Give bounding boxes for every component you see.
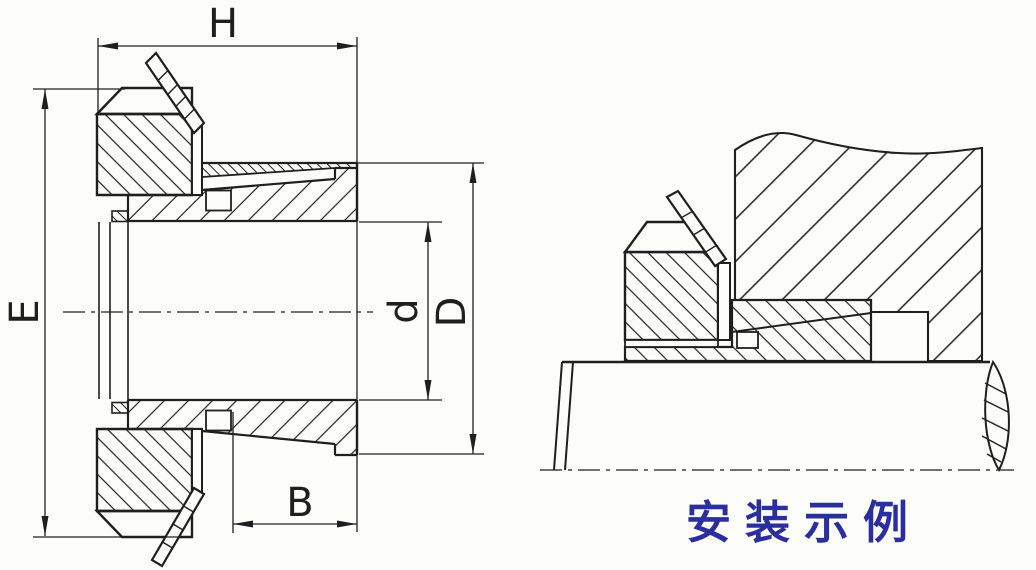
dimension-E <box>33 88 187 538</box>
dimension-d <box>359 221 442 401</box>
washer-inner-tab-lower <box>111 401 129 414</box>
installation-example-view: 安装示例 <box>540 131 1014 549</box>
arrowhead-right-icon <box>337 42 357 50</box>
arrowhead-left-icon <box>98 42 118 50</box>
housing-block <box>733 131 984 363</box>
shaft <box>540 359 1014 473</box>
dimension-D <box>357 162 484 455</box>
arrowhead-down-icon <box>424 380 432 400</box>
installation-caption: 安装示例 <box>686 496 922 549</box>
left-section-view: H E d D <box>2 1 484 568</box>
dimension-H <box>97 38 357 114</box>
dimension-label-d: d <box>381 298 427 323</box>
arrowhead-up-icon <box>469 163 477 183</box>
washer-inner-tab-upper <box>111 210 129 223</box>
arrowhead-left-icon <box>233 520 253 528</box>
lockwasher-tab <box>665 189 728 268</box>
bore-silhouette-lines <box>98 221 129 400</box>
dimension-B <box>232 412 357 533</box>
lockwasher-lower <box>150 428 206 568</box>
installed-lockwasher <box>665 189 731 341</box>
lockwasher-slot-lower <box>205 409 232 432</box>
adapter-sleeve-lower <box>111 398 357 457</box>
taper-line <box>731 312 872 333</box>
shaft-break-end <box>984 359 1010 473</box>
adapter-sleeve-upper <box>111 161 357 223</box>
lockwasher-slot <box>736 331 759 349</box>
dimension-label-D: D <box>429 297 475 328</box>
installed-sleeve <box>623 298 873 363</box>
dimension-label-H: H <box>208 1 238 47</box>
arrowhead-down-icon <box>469 434 477 454</box>
arrowhead-up-icon <box>424 222 432 242</box>
arrowhead-down-icon <box>41 516 49 536</box>
arrowhead-right-icon <box>337 520 357 528</box>
dimension-label-B: B <box>286 480 313 526</box>
lockwasher-slot-upper <box>205 189 232 212</box>
dimension-label-E: E <box>2 299 48 324</box>
lockwasher-upper <box>144 51 206 196</box>
arrowhead-up-icon <box>41 89 49 109</box>
